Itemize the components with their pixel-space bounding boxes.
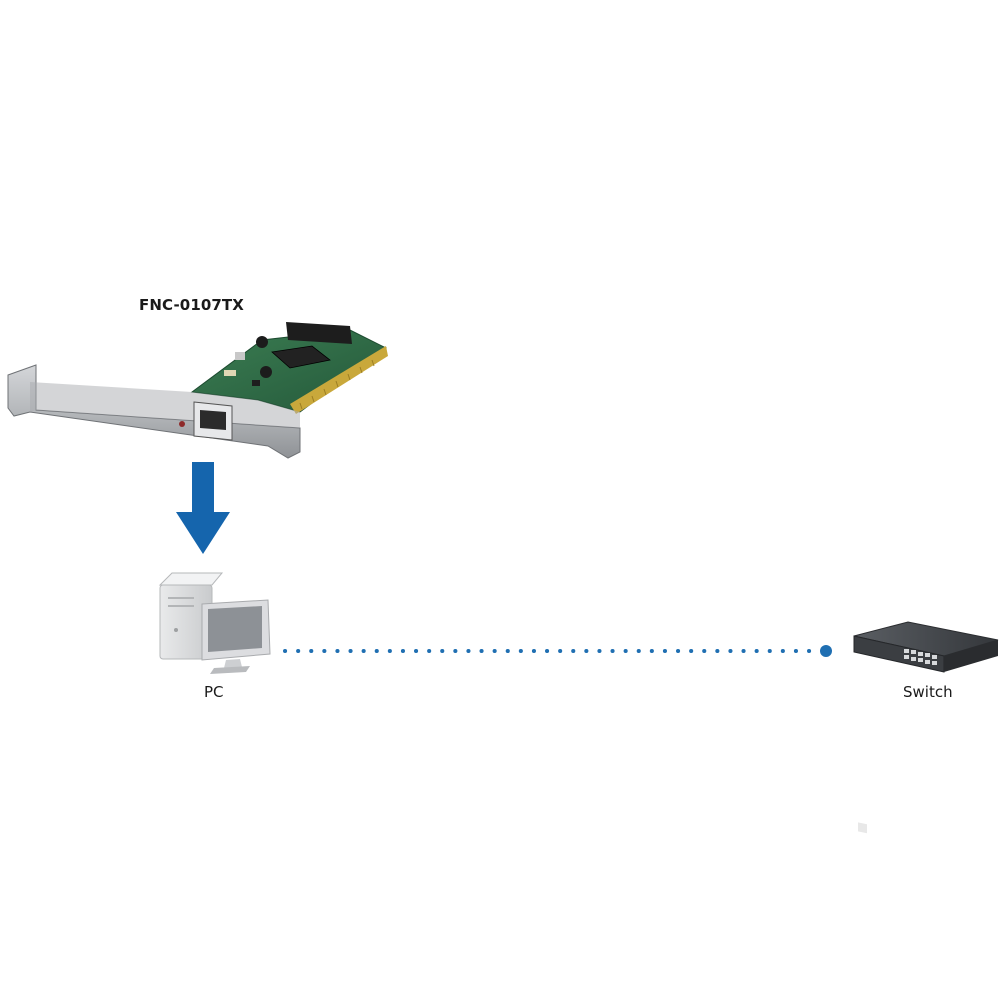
network-switch-icon xyxy=(853,621,999,834)
network-card-icon xyxy=(7,322,388,459)
network-connection-line xyxy=(283,645,832,657)
product-model-label: FNC-0107TX xyxy=(139,296,244,314)
pc-icon xyxy=(158,572,271,674)
switch-label: Switch xyxy=(903,683,953,701)
connection-endpoint xyxy=(820,645,832,657)
arrow-down-icon xyxy=(176,462,230,554)
pc-label: PC xyxy=(204,683,224,701)
